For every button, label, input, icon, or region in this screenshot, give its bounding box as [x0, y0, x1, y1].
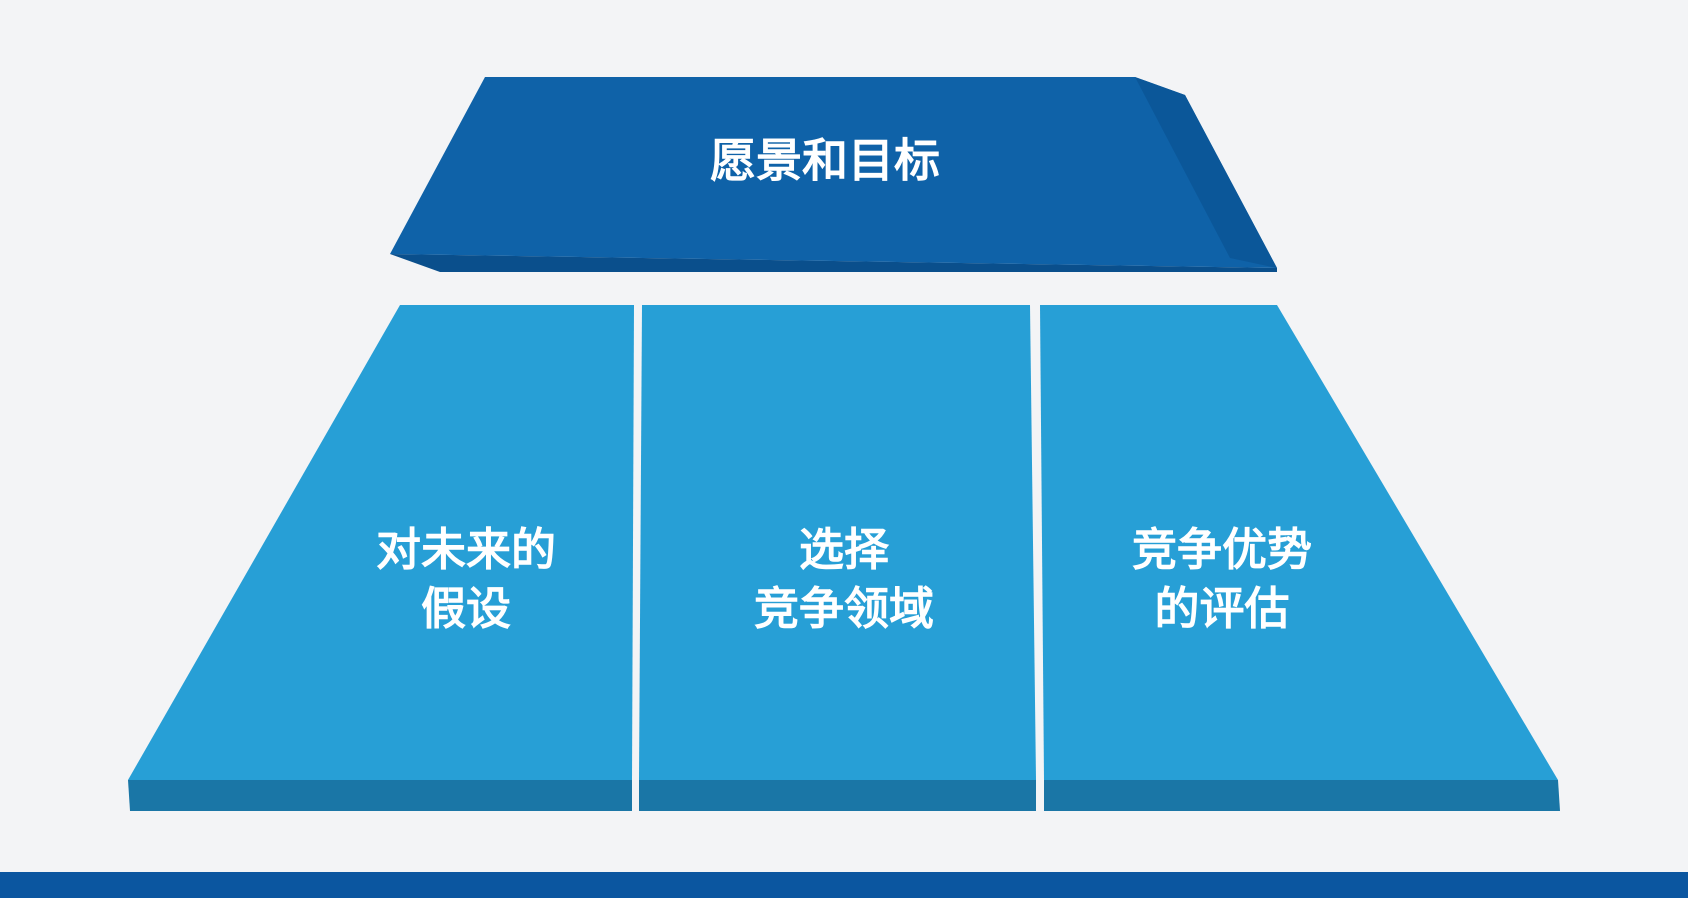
pillar-right-front-edge: [1044, 780, 1560, 811]
pillar-left: 对未来的 假设: [128, 305, 634, 811]
pillar-right-label-line1: 竞争优势: [1132, 523, 1312, 576]
top-block: 愿景和目标: [390, 77, 1277, 272]
pillar-right-face: [1040, 305, 1558, 780]
pillar-middle-label-line1: 选择: [799, 523, 890, 576]
top-block-right-bevel: [1135, 77, 1277, 268]
pillar-left-face: [128, 305, 634, 780]
bottom-bar: [0, 872, 1688, 898]
pillar-middle-front-edge: [639, 780, 1036, 811]
pillar-middle: 选择 竞争领域: [639, 305, 1036, 811]
pillar-left-front-edge: [128, 780, 632, 811]
top-block-front-edge: [390, 254, 1277, 272]
pillar-left-label-line2: 假设: [421, 582, 511, 635]
top-block-label: 愿景和目标: [710, 134, 940, 188]
pillar-left-label-line1: 对未来的: [376, 523, 556, 576]
pillar-right-label-line2: 的评估: [1154, 582, 1289, 635]
pillar-middle-face: [639, 305, 1036, 780]
pillar-middle-label-line2: 竞争领域: [754, 582, 934, 635]
pillar-right: 竞争优势 的评估: [1040, 305, 1560, 811]
top-block-face: [390, 77, 1277, 268]
